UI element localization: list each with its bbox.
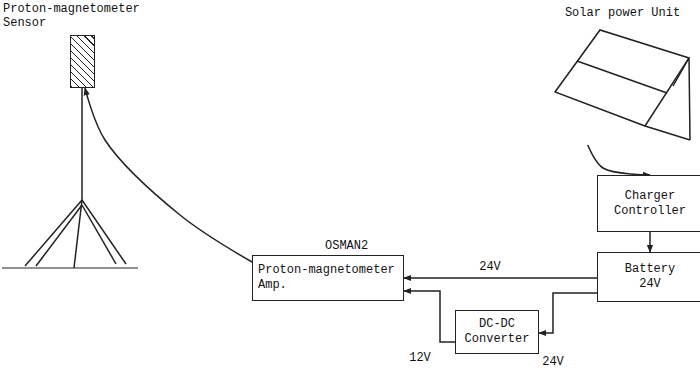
connector-line xyxy=(85,88,252,262)
amplifier-box: OSMAN2Proton-magnetometer Amp. xyxy=(252,255,404,301)
tripod-illustration xyxy=(2,88,138,268)
box-label: Charger Controller xyxy=(603,189,697,219)
charger-box: Charger Controller xyxy=(597,175,700,232)
connector-line xyxy=(649,232,651,252)
sensor-head: Proton-magnetometer Sensor xyxy=(70,35,95,88)
heading-label: Solar power Unit xyxy=(553,6,692,20)
voltage-label: 24V xyxy=(477,260,503,274)
box-label: Proton-magnetometer Amp. xyxy=(258,263,398,293)
box-text: Proton-magnetometer Amp. xyxy=(253,260,403,296)
battery-box: Battery24V xyxy=(597,252,700,302)
box-label: Battery xyxy=(603,262,697,277)
connector-line xyxy=(404,277,597,279)
converter-box: DC-DC Converter xyxy=(455,310,539,354)
connector-line xyxy=(404,291,455,342)
connector-line xyxy=(588,145,650,175)
box-text: DC-DC Converter xyxy=(456,314,538,350)
box-text: Charger Controller xyxy=(598,186,700,222)
voltage-label: 24V xyxy=(540,355,566,369)
solar-panel: Solar power Unit xyxy=(553,28,692,145)
box-text: Battery24V xyxy=(598,259,700,295)
solar-panel-drawing xyxy=(553,28,692,145)
box-label: DC-DC Converter xyxy=(461,317,533,347)
connector-line xyxy=(539,293,597,333)
voltage-label: 12V xyxy=(407,351,433,365)
heading-label: OSMAN2 xyxy=(325,239,405,253)
heading-label: Proton-magnetometer Sensor xyxy=(3,2,153,31)
box-label: 24V xyxy=(603,277,697,292)
